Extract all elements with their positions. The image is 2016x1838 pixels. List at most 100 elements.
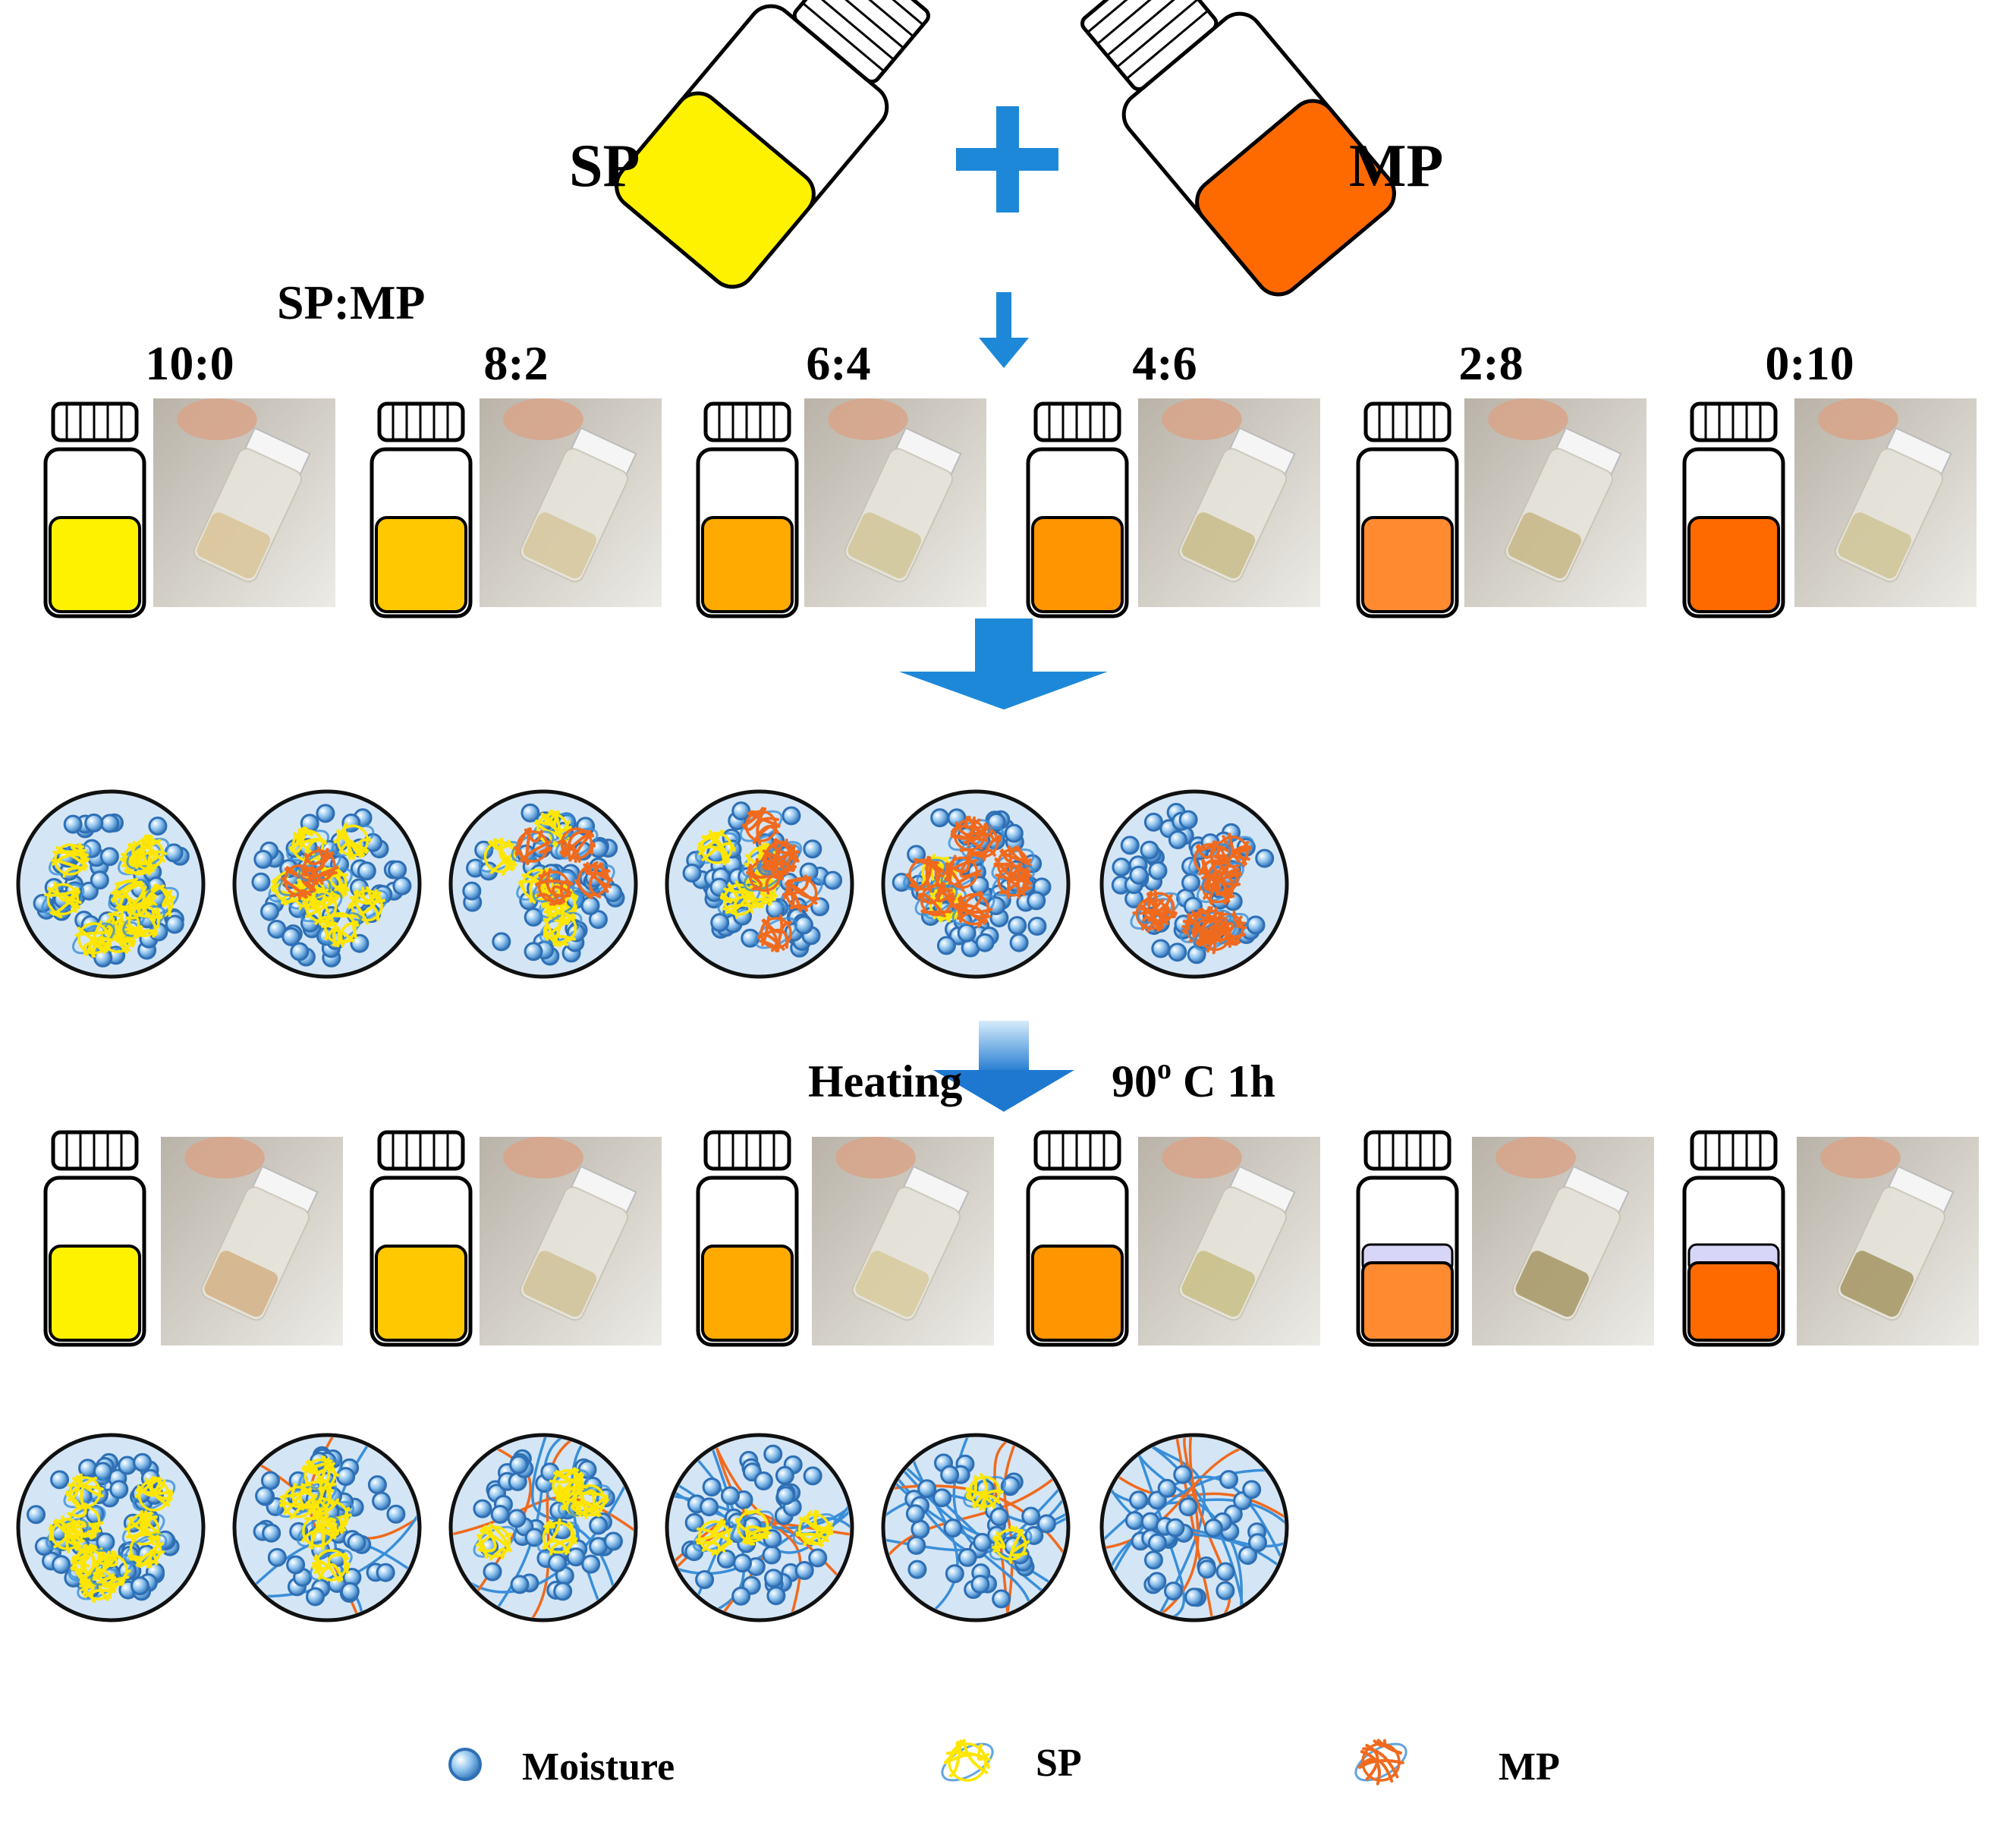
vial-icon-before: [1356, 401, 1459, 618]
mp-protein-cluster: [511, 827, 555, 865]
moisture-droplet: [99, 847, 119, 867]
sp-protein-cluster: [46, 1515, 89, 1553]
heating-temp: 90: [1112, 1056, 1157, 1106]
moisture-droplet: [803, 1466, 822, 1486]
moisture-droplet: [733, 1553, 753, 1573]
moisture-droplet: [367, 1475, 387, 1495]
vial-icon-after: [43, 1130, 146, 1347]
mp-source-bottle: [1080, 0, 1396, 297]
moisture-droplet: [267, 1547, 287, 1567]
moisture-droplet: [1004, 823, 1024, 843]
moisture-droplet: [52, 1555, 71, 1575]
moisture-droplet: [1181, 873, 1201, 892]
moisture-droplet: [1168, 830, 1187, 850]
schematic-after-heating: [16, 1433, 206, 1622]
moisture-droplet: [492, 932, 511, 952]
moisture-droplet: [603, 883, 623, 902]
moisture-droplet: [1197, 1559, 1217, 1579]
moisture-droplet: [1143, 812, 1163, 832]
moisture-droplet: [1219, 1470, 1238, 1490]
sample-photo-after: [1797, 1137, 1979, 1345]
moisture-droplet: [1168, 943, 1187, 962]
moisture-droplet: [148, 817, 168, 836]
mp-source-label: MP: [1349, 133, 1443, 200]
moisture-droplet: [357, 861, 376, 881]
sp-protein-cluster: [132, 1476, 176, 1512]
plus-icon: [956, 106, 1058, 212]
moisture-droplet: [483, 1562, 502, 1581]
schematic-before-heating: [232, 789, 422, 979]
moisture-droplet: [306, 1587, 326, 1607]
moisture-droplet: [1173, 1465, 1193, 1484]
sample-photo-before: [1794, 398, 1977, 607]
moisture-droplet: [118, 1456, 137, 1475]
moisture-droplet: [84, 813, 104, 832]
moisture-droplet: [823, 870, 843, 890]
sp-protein-cluster: [296, 1512, 340, 1550]
moisture-droplet: [1009, 933, 1029, 952]
moisture-droplet: [958, 1547, 977, 1567]
moisture-droplet: [695, 1570, 715, 1590]
ratio-label: 6:4: [806, 336, 870, 390]
moisture-droplet: [682, 863, 702, 883]
mp-protein-cluster: [1137, 889, 1181, 927]
moisture-droplet: [1246, 915, 1266, 935]
moisture-droplet: [803, 839, 822, 859]
legend-sp-label: SP: [1036, 1742, 1082, 1785]
mp-protein-cluster: [951, 891, 995, 928]
moisture-droplet: [945, 1564, 964, 1584]
moisture-droplet: [763, 1569, 783, 1588]
moisture-droplet: [165, 914, 184, 934]
ratio-label: 8:2: [483, 336, 548, 390]
moisture-droplet: [510, 1575, 530, 1594]
moisture-droplet: [1147, 1572, 1167, 1591]
heating-label: Heating: [808, 1056, 962, 1106]
vial-icon-after: [1356, 1130, 1459, 1347]
legend-sp-scribble: [941, 1739, 994, 1782]
moisture-droplet: [1203, 1519, 1223, 1538]
after-heating-schematics: [16, 1433, 1289, 1622]
sp-protein-cluster: [694, 829, 738, 866]
moisture-droplet: [388, 860, 407, 880]
sp-protein-cluster: [692, 1519, 736, 1556]
sp-protein-cluster: [122, 902, 165, 939]
legend-moisture-icon: [448, 1748, 482, 1781]
moisture-droplet: [524, 1528, 544, 1547]
moisture-droplet: [27, 1505, 46, 1525]
moisture-droplet: [603, 1531, 623, 1551]
moisture-droplet: [1238, 1546, 1258, 1566]
mp-protein-cluster: [571, 861, 615, 899]
heating-time: C 1h: [1172, 1056, 1275, 1106]
moisture-droplet: [763, 1444, 783, 1464]
sp-protein-cluster: [41, 881, 85, 919]
moisture-droplet: [794, 1561, 814, 1581]
schematic-before-heating: [881, 789, 1071, 979]
moisture-droplet: [580, 895, 600, 915]
moisture-droplet: [989, 1507, 1009, 1527]
moisture-droplet: [700, 1497, 719, 1517]
sp-protein-cluster: [72, 921, 115, 958]
schematic-before-heating: [448, 789, 638, 979]
legend-mp-scribble: [1354, 1739, 1407, 1786]
moisture-droplet: [762, 1545, 782, 1565]
moisture-droplet: [376, 1563, 395, 1582]
sample-photo-before: [804, 398, 986, 607]
sample-photo-after: [1138, 1137, 1320, 1345]
schematic-before-heating: [665, 789, 854, 979]
moisture-droplet: [1001, 1476, 1021, 1496]
moisture-droplet: [808, 1548, 828, 1568]
moisture-droplet: [1242, 1480, 1262, 1500]
moisture-droplet: [253, 849, 273, 869]
sp-source-bottle: [615, 0, 930, 289]
vial-icon-after: [1026, 1130, 1129, 1347]
moisture-droplet: [907, 1559, 927, 1579]
moisture-droplet: [716, 1549, 736, 1569]
sp-protein-cluster: [792, 1509, 836, 1547]
sp-protein-cluster: [536, 1518, 580, 1556]
moisture-droplet: [975, 933, 995, 952]
moisture-droplet: [524, 942, 543, 961]
moisture-droplet: [1120, 836, 1140, 855]
moisture-droplet: [392, 876, 412, 895]
sample-photo-before: [153, 398, 335, 607]
